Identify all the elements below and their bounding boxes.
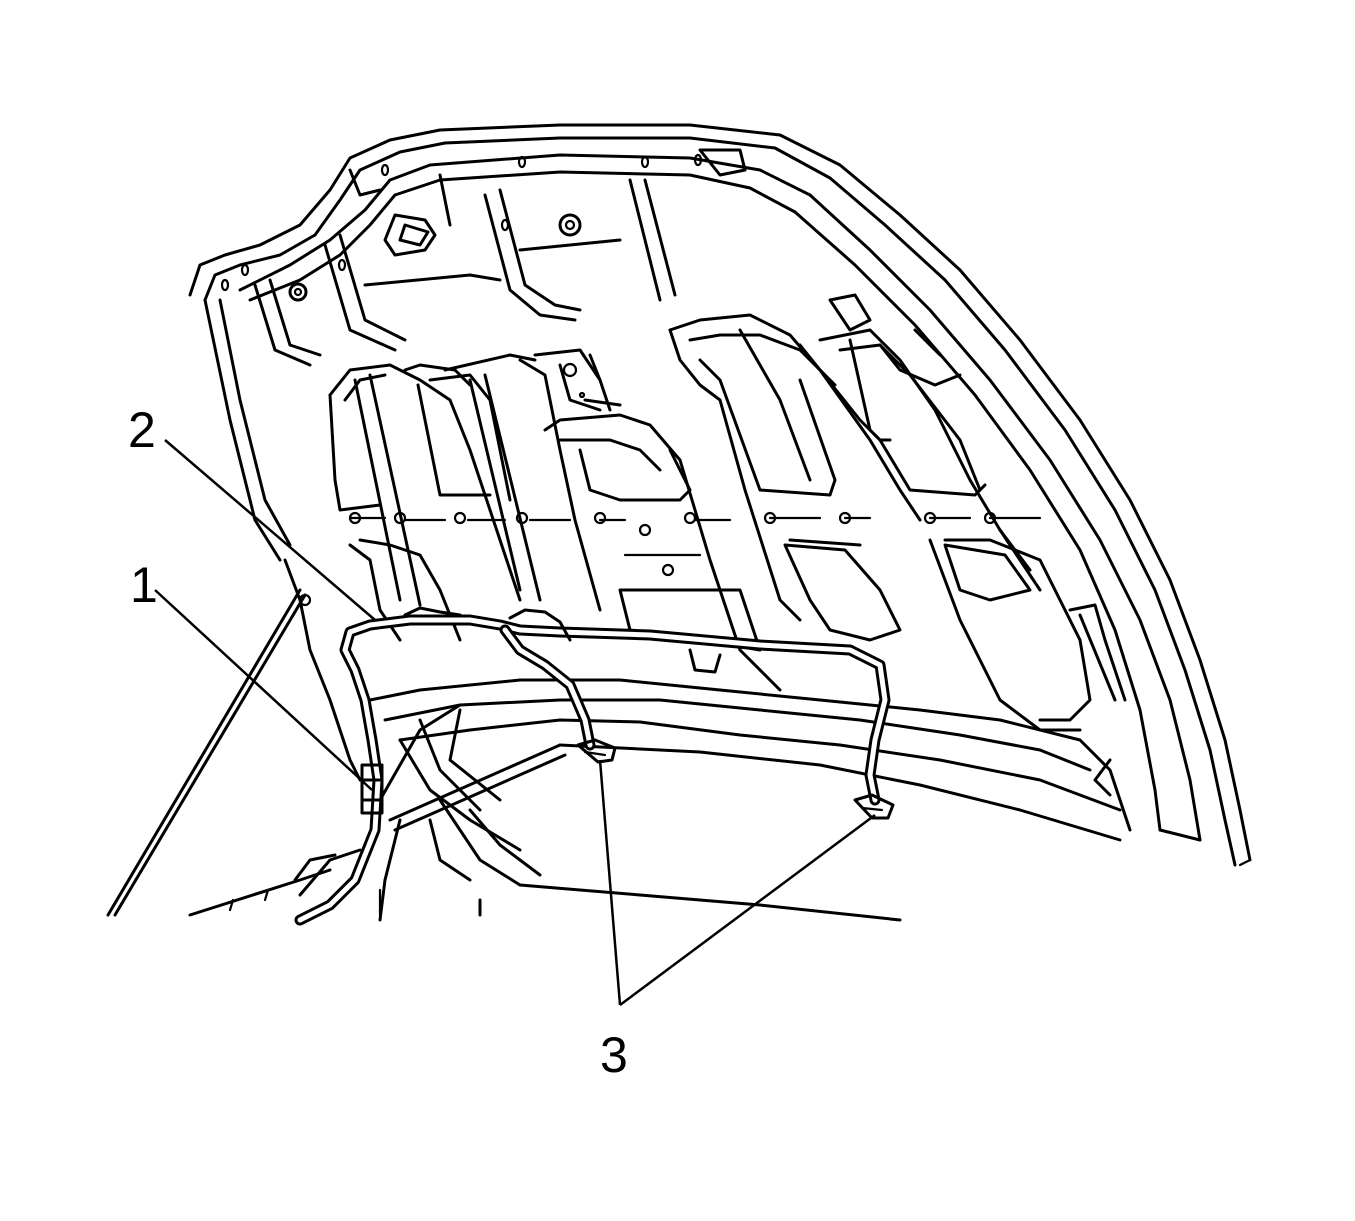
callout-1-label: 1	[130, 557, 158, 613]
washer-nozzle-right	[853, 793, 895, 820]
upper-ribs	[220, 148, 962, 387]
hood-support-rod	[106, 588, 362, 917]
panel-bays	[328, 313, 1127, 797]
washer-nozzle-left	[576, 738, 617, 764]
hose-clip	[360, 763, 384, 815]
callout-2-label: 2	[128, 402, 156, 458]
hood-front-edge	[283, 558, 1132, 922]
callout-leaders	[154, 439, 876, 1007]
hood-outer-edge	[188, 123, 1252, 867]
washer-hose	[294, 606, 891, 926]
callout-3-label: 3	[600, 1027, 628, 1083]
hood-inner-frame	[203, 153, 1202, 842]
